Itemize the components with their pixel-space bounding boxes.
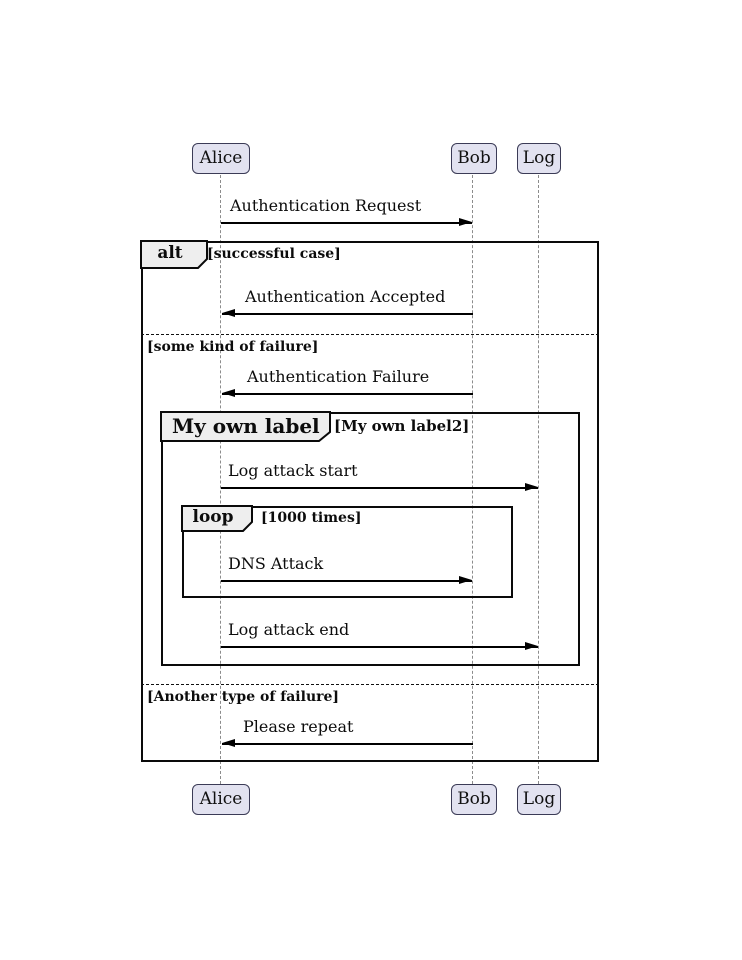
loop-frame-label: loop: [192, 507, 234, 527]
lifeline-log: [538, 175, 539, 784]
arrowhead-right-icon: [525, 483, 538, 491]
divider1-label: [some kind of failure]: [147, 339, 319, 355]
message-arrow-right: [221, 576, 472, 584]
loop-frame-label-shape: [181, 505, 253, 532]
message-label: Please repeat: [243, 717, 354, 736]
message-arrow-left: [222, 389, 473, 397]
message-label: Authentication Request: [230, 196, 422, 215]
arrowhead-right-icon: [525, 642, 538, 650]
lifeline-alice: [220, 175, 221, 784]
alt-frame-label: alt: [157, 243, 183, 263]
arrowhead-left-icon: [222, 739, 235, 747]
arrowhead-left-icon: [222, 309, 235, 317]
message-label: Authentication Accepted: [245, 287, 446, 306]
alt-frame: [141, 241, 599, 762]
message-arrow-right: [221, 483, 538, 491]
message-arrow-right: [221, 642, 538, 650]
participant-bob-top: Bob: [451, 143, 497, 174]
message-arrow-left: [222, 309, 473, 317]
alt-divider: [141, 684, 599, 685]
group-condition: [My own label2]: [334, 417, 470, 435]
divider2-label: [Another type of failure]: [147, 689, 340, 705]
participant-bob-bottom: Bob: [451, 784, 497, 815]
arrowhead-right-icon: [459, 576, 472, 584]
message-label: Log attack start: [228, 461, 358, 480]
group-frame: [161, 412, 580, 666]
message-arrow-right: [221, 218, 472, 226]
message-label: Log attack end: [228, 620, 350, 639]
arrowhead-left-icon: [222, 389, 235, 397]
message-label: DNS Attack: [228, 554, 324, 573]
alt-condition: [successful case]: [207, 246, 341, 262]
loop-frame: [182, 506, 513, 598]
message-label: Authentication Failure: [247, 367, 430, 386]
alt-frame-label-shape: [140, 240, 208, 269]
group-frame-label-shape: [160, 411, 331, 442]
group-frame-label: My own label: [172, 414, 320, 438]
participant-alice-top: Alice: [192, 143, 250, 174]
loop-condition: [1000 times]: [261, 510, 362, 526]
lifeline-bob: [472, 175, 473, 784]
participant-alice-bottom: Alice: [192, 784, 250, 815]
message-arrow-left: [222, 739, 473, 747]
alt-divider: [141, 334, 599, 335]
arrowhead-right-icon: [459, 218, 472, 226]
participant-log-bottom: Log: [517, 784, 561, 815]
participant-log-top: Log: [517, 143, 561, 174]
